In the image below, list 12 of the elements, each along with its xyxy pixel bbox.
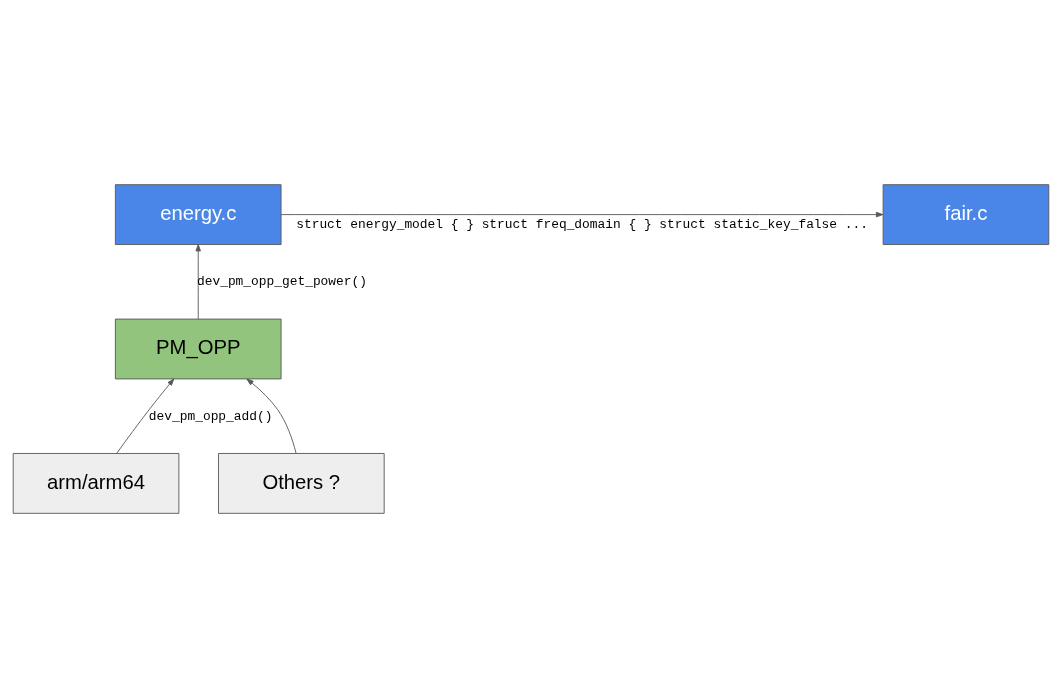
edge-label: dev_pm_opp_get_power() — [197, 273, 367, 289]
arrow — [116, 378, 175, 454]
arrow — [246, 378, 297, 454]
node-box: PM_OPP — [114, 318, 282, 379]
arrow — [280, 211, 884, 217]
edge-label: struct energy_model { } struct freq_domain { } struct static_key_false ... — [296, 216, 868, 232]
node-box: Others ? — [218, 452, 385, 514]
edge-label: dev_pm_opp_add() — [148, 408, 273, 424]
arrow — [195, 243, 201, 319]
node-box: arm/arm64 — [12, 452, 180, 514]
node-box: fair.c — [882, 183, 1050, 245]
node-box: energy.c — [114, 183, 282, 245]
